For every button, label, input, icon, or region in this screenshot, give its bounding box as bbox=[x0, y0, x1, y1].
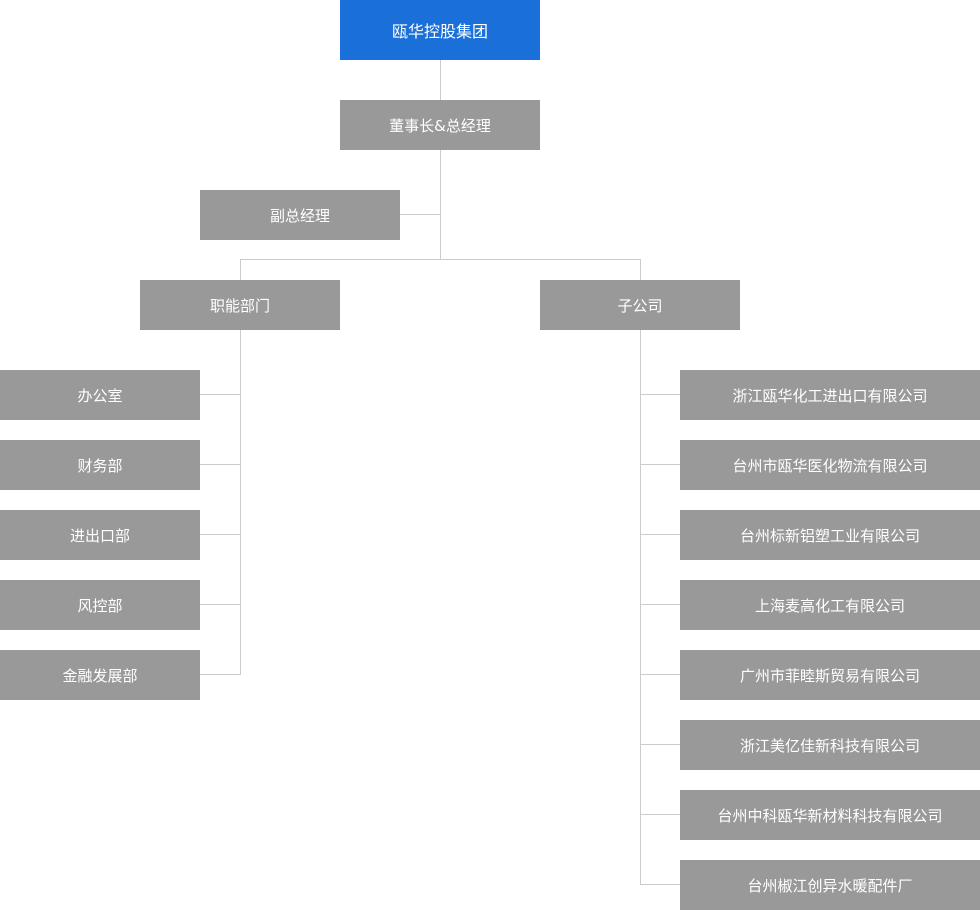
connector-deputy bbox=[400, 214, 440, 215]
connector-branch-right-drop bbox=[640, 259, 641, 280]
department-node: 财务部 bbox=[0, 440, 200, 490]
root-node: 瓯华控股集团 bbox=[340, 0, 540, 60]
department-node: 金融发展部 bbox=[0, 650, 200, 700]
connector-branch-horizontal bbox=[240, 259, 641, 260]
connector-dept-tick bbox=[200, 674, 241, 675]
connector-dept-tick bbox=[200, 534, 241, 535]
company-node: 台州标新铝塑工业有限公司 bbox=[680, 510, 980, 560]
company-node: 台州中科瓯华新材料科技有限公司 bbox=[680, 790, 980, 840]
subsidiaries-node: 子公司 bbox=[540, 280, 740, 330]
connector-company-tick bbox=[640, 604, 680, 605]
connector-company-tick bbox=[640, 674, 680, 675]
connector-chairman-trunk bbox=[440, 150, 441, 260]
company-node: 上海麦高化工有限公司 bbox=[680, 580, 980, 630]
chairman-node: 董事长&总经理 bbox=[340, 100, 540, 150]
connector-company-tick bbox=[640, 814, 680, 815]
connector-company-tick bbox=[640, 394, 680, 395]
company-node: 台州椒江创异水暖配件厂 bbox=[680, 860, 980, 910]
connector-company-tick bbox=[640, 534, 680, 535]
connector-dept-tick bbox=[200, 464, 241, 465]
connector-branch-left-drop bbox=[240, 259, 241, 280]
company-node: 广州市菲睦斯贸易有限公司 bbox=[680, 650, 980, 700]
connector-company-tick bbox=[640, 884, 680, 885]
company-node: 浙江瓯华化工进出口有限公司 bbox=[680, 370, 980, 420]
connector-company-tick bbox=[640, 744, 680, 745]
department-node: 进出口部 bbox=[0, 510, 200, 560]
connector-root-chairman bbox=[440, 60, 441, 100]
connector-company-tick bbox=[640, 464, 680, 465]
department-node: 风控部 bbox=[0, 580, 200, 630]
connector-dept-tick bbox=[200, 604, 241, 605]
department-node: 办公室 bbox=[0, 370, 200, 420]
company-node: 浙江美亿佳新科技有限公司 bbox=[680, 720, 980, 770]
functional-departments-node: 职能部门 bbox=[140, 280, 340, 330]
deputy-node: 副总经理 bbox=[200, 190, 400, 240]
connector-functional-spine bbox=[240, 330, 241, 675]
connector-dept-tick bbox=[200, 394, 241, 395]
company-node: 台州市瓯华医化物流有限公司 bbox=[680, 440, 980, 490]
connector-subsidiary-spine bbox=[640, 330, 641, 885]
